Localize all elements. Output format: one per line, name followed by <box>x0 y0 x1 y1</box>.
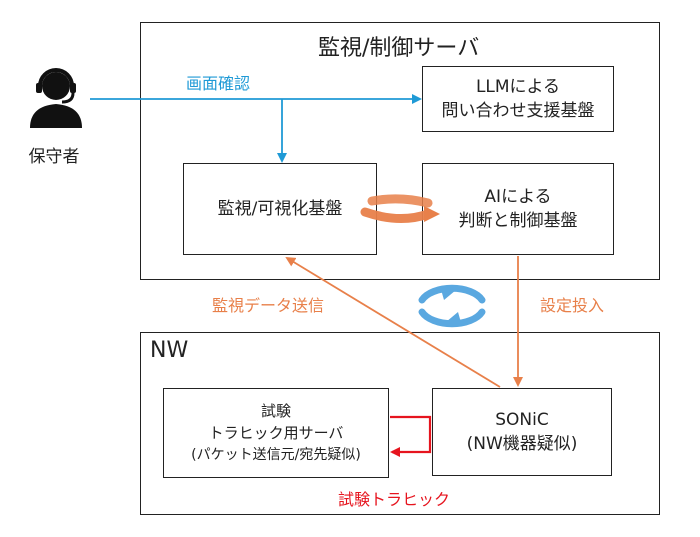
cycle-refresh-icon <box>418 284 486 328</box>
arrow-test-traffic <box>390 415 432 457</box>
edge-label-test-traffic: 試験トラヒック <box>338 490 451 509</box>
arrow-monitor-data <box>285 256 501 388</box>
traffic-line-2: トラヒック用サーバ <box>208 424 344 442</box>
operator: 保守者 <box>14 68 94 168</box>
monitor-box: 監視/可視化基盤 <box>183 163 377 255</box>
traffic-server-box: 試験 トラヒック用サーバ (パケット送信元/宛先疑似) <box>163 388 389 478</box>
sonic-line-1: SONiC <box>495 410 549 430</box>
operator-label: 保守者 <box>28 147 80 167</box>
monitor-label: 監視/可視化基盤 <box>217 199 343 219</box>
llm-box: LLMによる 問い合わせ支援基盤 <box>422 66 614 132</box>
nw-title: NW <box>150 338 189 363</box>
llm-line-2: 問い合わせ支援基盤 <box>441 101 595 121</box>
traffic-line-1: 試験 <box>260 402 291 420</box>
edge-label-monitor-data: 監視データ送信 <box>212 296 325 315</box>
cycle-arrow-monitor-ai <box>360 194 440 224</box>
headset-operator-icon <box>30 68 82 128</box>
ai-line-2: 判断と制御基盤 <box>458 211 578 231</box>
sonic-line-2: (NW機器疑似) <box>466 434 578 454</box>
server-title: 監視/制御サーバ <box>318 36 480 61</box>
ai-box: AIによる 判断と制御基盤 <box>422 163 614 255</box>
edge-label-config-input: 設定投入 <box>540 296 605 315</box>
ai-line-1: AIによる <box>484 187 552 207</box>
traffic-line-3: (パケット送信元/宛先疑似) <box>191 447 361 463</box>
edge-label-check-screen: 画面確認 <box>186 74 251 93</box>
llm-line-1: LLMによる <box>475 77 561 97</box>
sonic-box: SONiC (NW機器疑似) <box>432 388 612 476</box>
